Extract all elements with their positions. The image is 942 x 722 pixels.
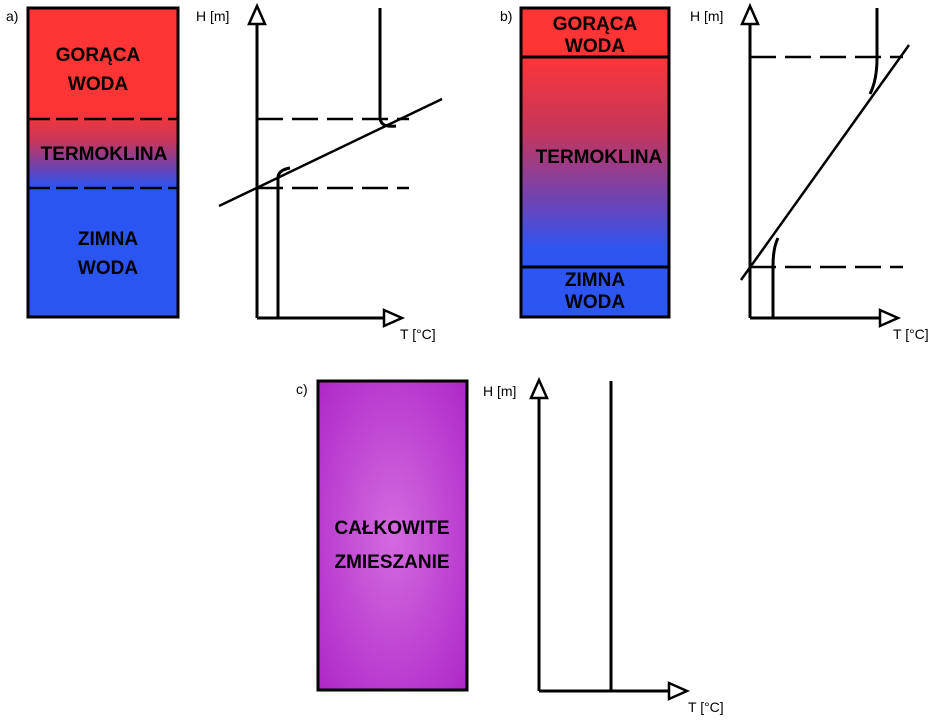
panel-b-cold-label-1: ZIMNA [565, 270, 625, 291]
panel-c-lake-column [316, 379, 469, 692]
panel-a-lake-column [26, 6, 180, 319]
panel-b-hot-label-1: GORĄCA [553, 14, 638, 35]
panel-a-hot-label-2: WODA [68, 74, 128, 95]
panel-c-letter: c) [296, 381, 308, 397]
panel-c-x-axis-label: T [°C] [688, 699, 724, 715]
panel-a-thermocline-gradient-line [218, 97, 443, 208]
panel-b-x-axis-arrow-icon [878, 308, 902, 328]
panel-c-x-axis-arrow-icon [667, 681, 691, 701]
panel-a-x-axis-label: T [°C] [400, 326, 436, 342]
panel-b-y-axis-label: H [m] [690, 8, 723, 24]
panel-a: a) GORĄCA WODA TERMOKLINA ZIMNA WODA H [… [6, 2, 443, 342]
panel-a-letter: a) [6, 8, 18, 24]
panel-a-y-axis-label: H [m] [196, 8, 229, 24]
panel-b-letter: b) [500, 8, 512, 24]
panel-b-cold-label-2: WODA [565, 292, 625, 313]
panel-b-thermocline-label: TERMOKLINA [536, 147, 663, 168]
panel-a-x-axis-arrow-icon [382, 308, 406, 328]
panel-a-cold-label-1: ZIMNA [78, 229, 138, 250]
panel-a-hot-label-1: GORĄCA [56, 45, 141, 66]
panel-c-mixed-label-2: ZMIESZANIE [334, 552, 449, 573]
panel-a-temperature-profile [276, 8, 397, 318]
panel-a-thermocline-label: TERMOKLINA [41, 144, 168, 165]
panel-c: c) CAŁKOWITE ZMIESZANIE H [m] T [°C] [296, 376, 724, 715]
panel-c-mixed-label-1: CAŁKOWITE [334, 518, 449, 539]
panel-c-y-axis-label: H [m] [483, 383, 516, 399]
panel-b-temperature-profile [771, 8, 879, 318]
panel-a-cold-label-2: WODA [78, 258, 138, 279]
panel-b-hot-label-2: WODA [565, 36, 625, 57]
panel-b: b) GORĄCA WODA TERMOKLINA ZIMNA WODA H [… [500, 2, 929, 342]
panel-b-thermocline-gradient-line [739, 44, 911, 281]
panel-c-y-axis-arrow-icon [529, 376, 549, 400]
panel-b-x-axis-label: T [°C] [893, 326, 929, 342]
panel-a-y-axis-arrow-icon [247, 2, 267, 26]
panel-b-y-axis-arrow-icon [740, 2, 760, 26]
